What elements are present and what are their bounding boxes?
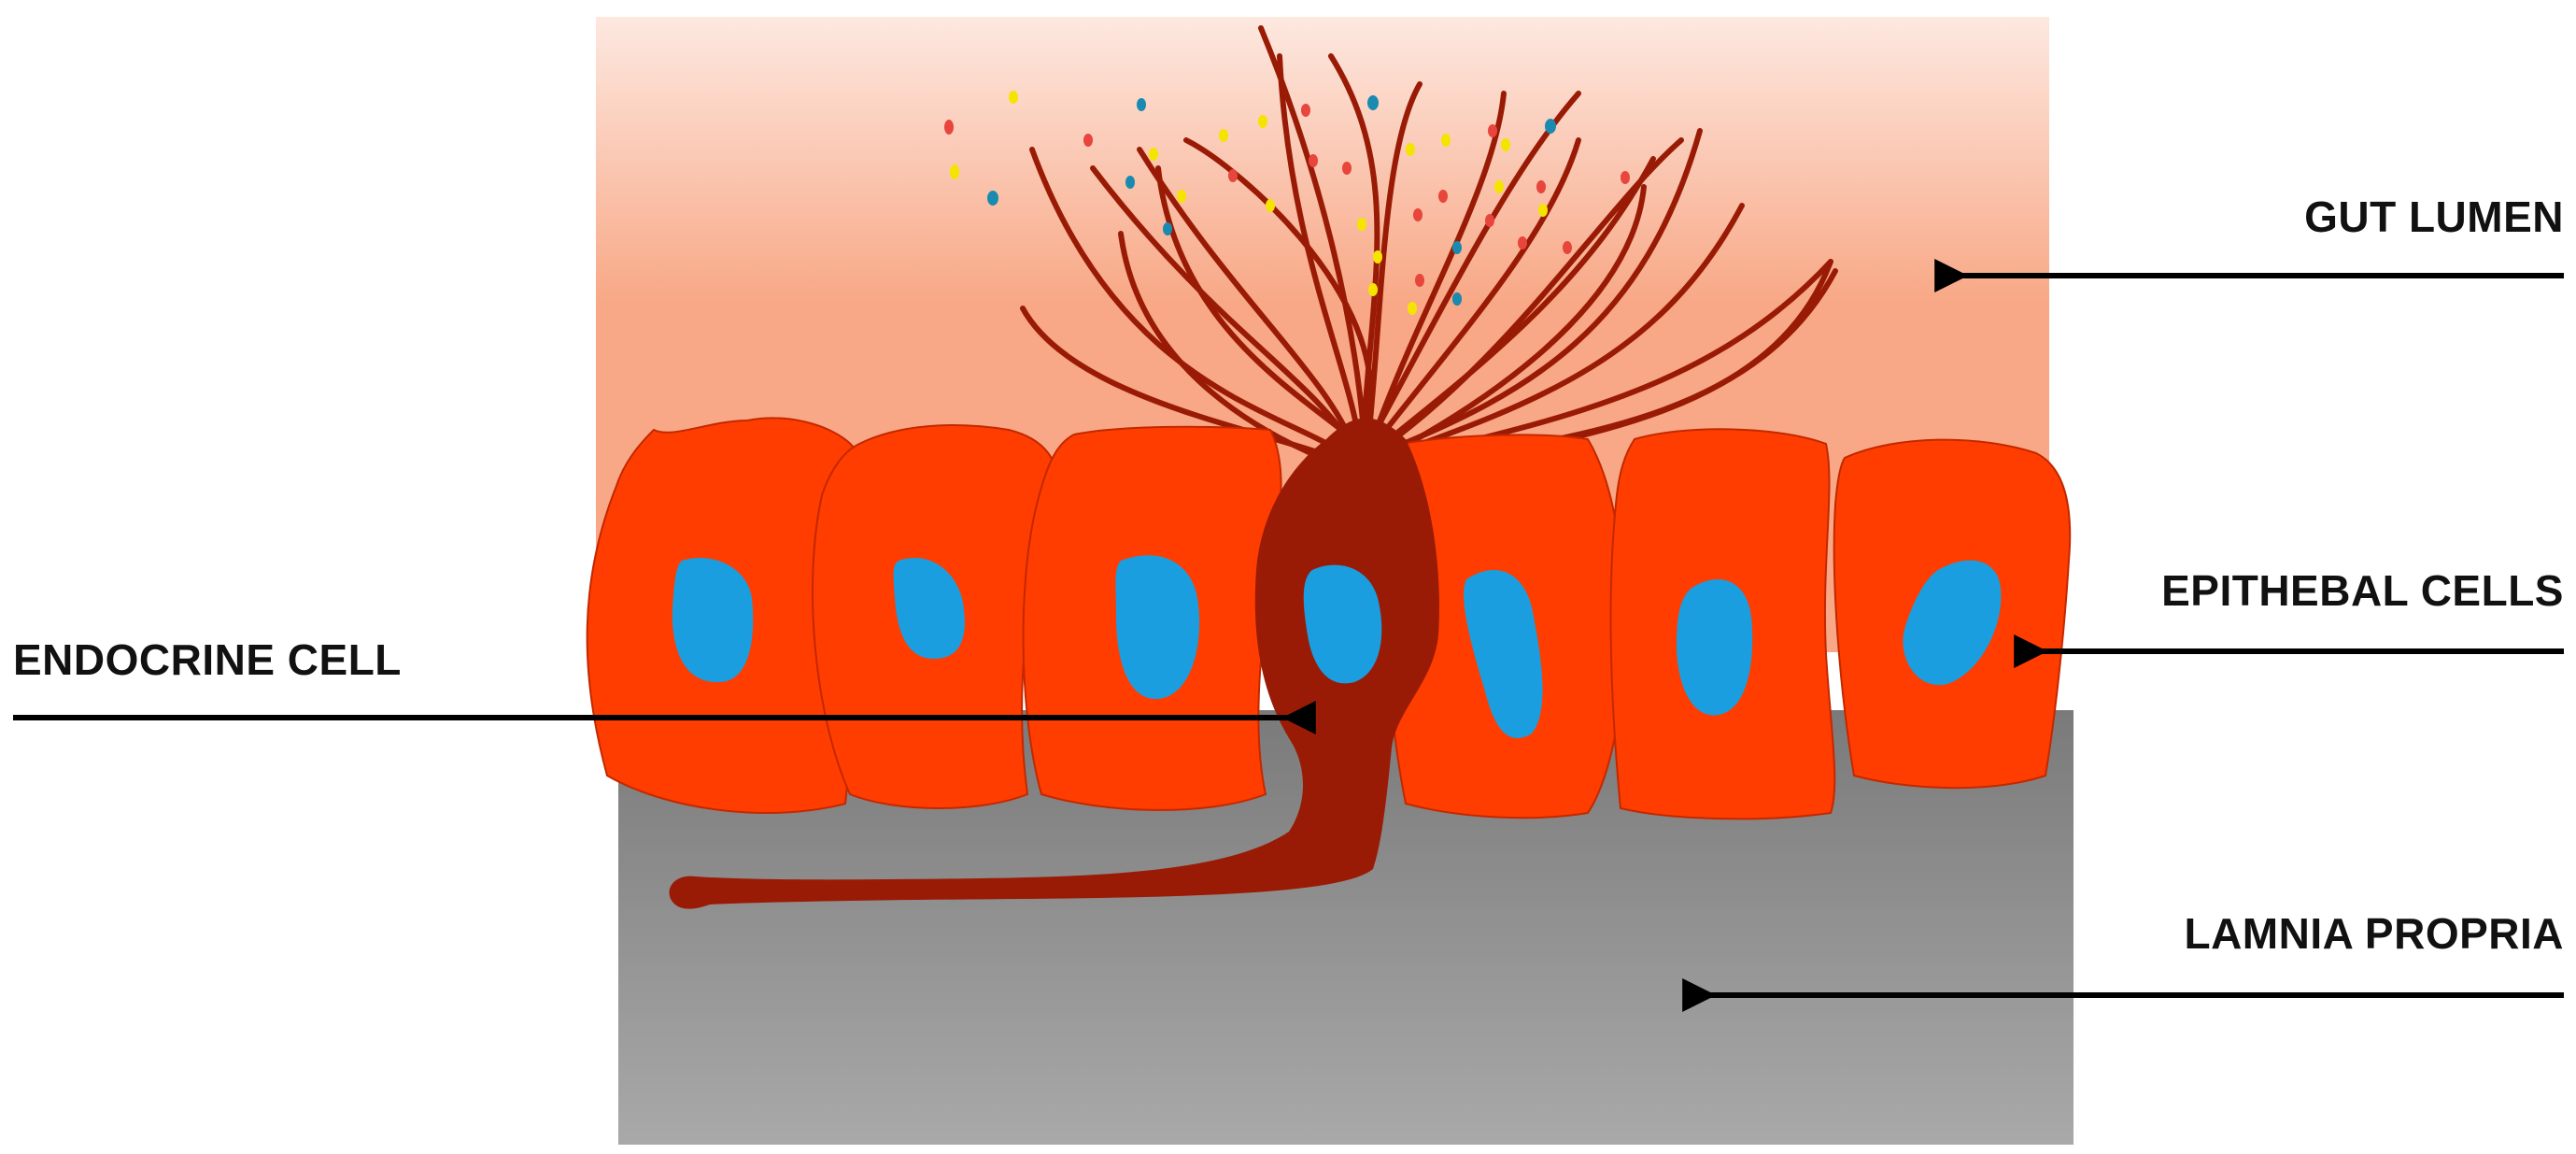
lumen-particles	[944, 91, 1630, 315]
label-lamina-propria: LAMNIA PROPRIA	[2184, 909, 2564, 958]
epithelial-cell-1	[586, 417, 863, 814]
epithelial-cells	[586, 417, 2072, 820]
endocrine-cell	[669, 418, 1439, 909]
arrows	[13, 259, 2564, 1012]
label-gut-lumen: GUT LUMEN	[2304, 192, 2564, 241]
epithelial-cell-6	[1833, 438, 2072, 790]
epithelial-cell-5	[1609, 428, 1836, 820]
endocrine-nucleus	[1303, 564, 1382, 684]
epithelial-cell-3	[1022, 425, 1282, 811]
epithelial-cell-2	[812, 424, 1057, 809]
label-endocrine-cell: ENDOCRINE CELL	[13, 635, 402, 684]
label-epithelial-cells: EPITHEBAL CELLS	[2161, 566, 2564, 615]
epithelial-cell-4	[1384, 434, 1627, 819]
